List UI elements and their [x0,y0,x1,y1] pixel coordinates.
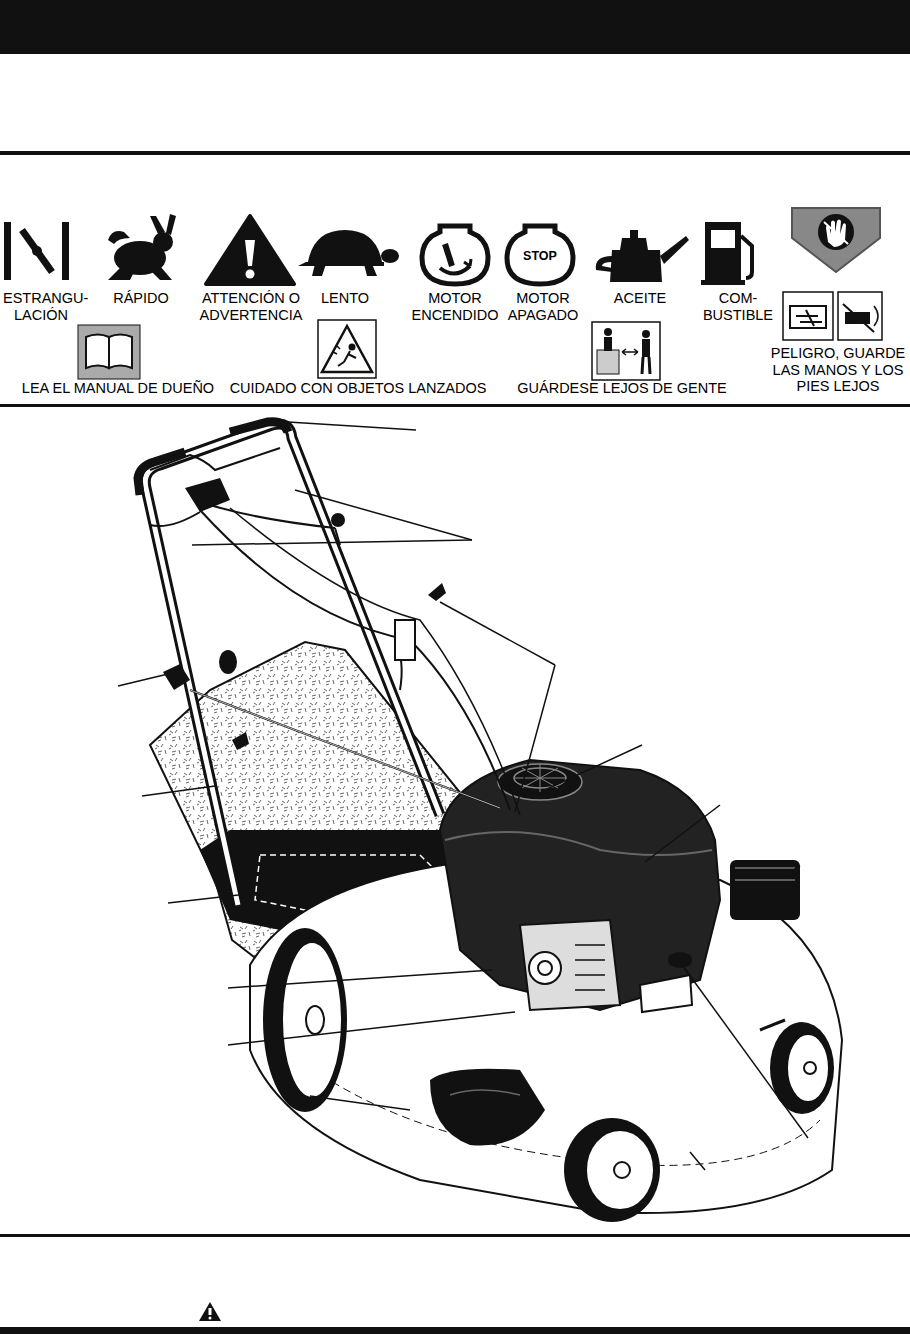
keep-away-icon [592,322,660,380]
hand-danger-icon [792,208,880,272]
choke-icon [4,222,69,280]
slow-icon [298,230,399,276]
leader-lines [118,422,808,1170]
symbol-label: MOTOR ENCENDIDO [405,290,505,323]
symbol-label: COM- BUSTIBLE [692,290,784,323]
warning-icon [206,216,294,284]
fuel-icon [701,222,752,285]
symbol-label: ATTENCIÓN O ADVERTENCIA [190,290,312,323]
symbol-label: ACEITE [600,290,680,307]
thrown-objects-icon [318,320,376,378]
engine-start-icon [422,226,488,284]
symbol-label: GUÁRDESE LEJOS DE GENTE [491,380,753,397]
lawn-mower [138,422,842,1222]
engine-stop-icon [507,226,573,284]
symbol-label: RÁPIDO [96,290,186,307]
icon-text: STOP [516,250,564,263]
symbol-label: LENTO [310,290,380,307]
symbol-label: LEA EL MANUAL DE DUEÑO [3,380,233,397]
blade-hazard-icons [783,292,882,340]
fast-icon [108,214,176,280]
oil-icon [596,230,689,282]
symbol-label: MOTOR APAGADO [503,290,583,323]
symbol-label: PELIGRO, GUARDE LAS MANOS Y LOS PIES LEJ… [769,345,907,395]
manual-icon [78,325,140,379]
symbol-label: ESTRANGU- LACIÓN [3,290,79,323]
symbol-label: CUIDADO CON OBJETOS LANZADOS [208,380,508,397]
